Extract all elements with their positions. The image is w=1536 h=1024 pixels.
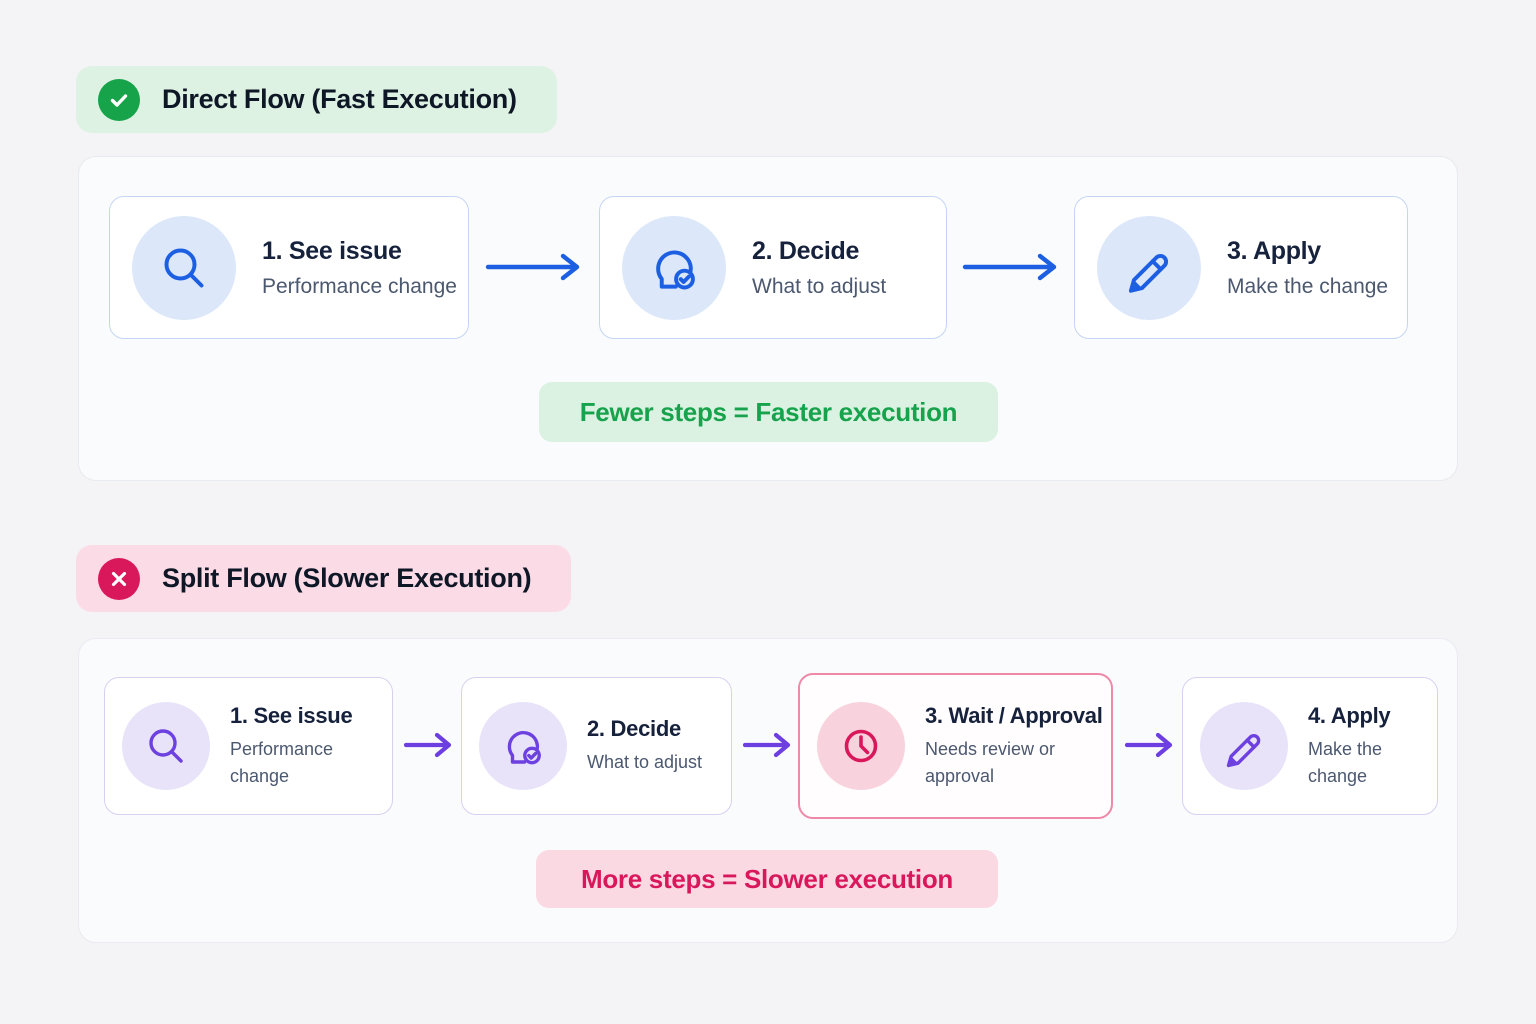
direct-flow-title: Direct Flow (Fast Execution): [162, 84, 517, 114]
direct-flow-panel: 1. See issue Performance change 2. Decid…: [78, 156, 1458, 481]
step-title: 3. Wait / Approval: [925, 703, 1103, 729]
fast-execution-banner: Fewer steps = Faster execution: [539, 382, 998, 442]
step-title: 4. Apply: [1308, 703, 1391, 729]
step-title: 2. Decide: [587, 716, 681, 742]
step-subtitle: Make the change: [1308, 739, 1383, 786]
split-flow-title: Split Flow (Slower Execution): [162, 563, 532, 593]
arrow-right-icon: [403, 732, 455, 758]
clock-icon: [817, 702, 905, 790]
arrow-right-icon: [742, 732, 794, 758]
head-check-icon: [479, 702, 567, 790]
slow-execution-banner: More steps = Slower execution: [536, 850, 998, 908]
split-flow-panel: 1. See issue Performance change 2. Decid…: [78, 638, 1458, 943]
split-flow-header-badge: Split Flow (Slower Execution): [76, 545, 572, 612]
step-card-wait-approval: 3. Wait / Approval Needs review or appro…: [798, 673, 1113, 819]
pencil-icon: [1200, 702, 1288, 790]
head-check-icon: [622, 215, 726, 320]
arrow-right-icon: [484, 252, 584, 282]
step-title: 3. Apply: [1227, 236, 1321, 265]
step-card-decide: 2. Decide What to adjust: [461, 677, 732, 815]
step-subtitle: Needs review or approval: [925, 739, 1056, 786]
step-card-see-issue: 1. See issue Performance change: [109, 196, 469, 339]
step-subtitle: What to adjust: [752, 274, 887, 298]
magnifier-icon: [122, 702, 210, 790]
step-card-see-issue: 1. See issue Performance change: [104, 677, 393, 815]
step-subtitle: Make the change: [1227, 274, 1389, 298]
magnifier-icon: [132, 215, 236, 320]
step-subtitle: What to adjust: [587, 752, 703, 773]
check-circle-icon: [98, 78, 140, 121]
step-subtitle: Performance change: [230, 739, 334, 786]
step-card-decide: 2. Decide What to adjust: [599, 196, 947, 339]
direct-flow-header-badge: Direct Flow (Fast Execution): [76, 66, 557, 133]
step-card-apply: 3. Apply Make the change: [1074, 196, 1408, 339]
step-subtitle: Performance change: [262, 274, 457, 298]
pencil-icon: [1097, 215, 1201, 320]
arrow-right-icon: [1124, 732, 1176, 758]
arrow-right-icon: [961, 252, 1061, 282]
step-title: 2. Decide: [752, 236, 860, 265]
step-title: 1. See issue: [230, 703, 353, 729]
step-title: 1. See issue: [262, 236, 402, 265]
x-circle-icon: [98, 557, 140, 600]
step-card-apply: 4. Apply Make the change: [1182, 677, 1438, 815]
